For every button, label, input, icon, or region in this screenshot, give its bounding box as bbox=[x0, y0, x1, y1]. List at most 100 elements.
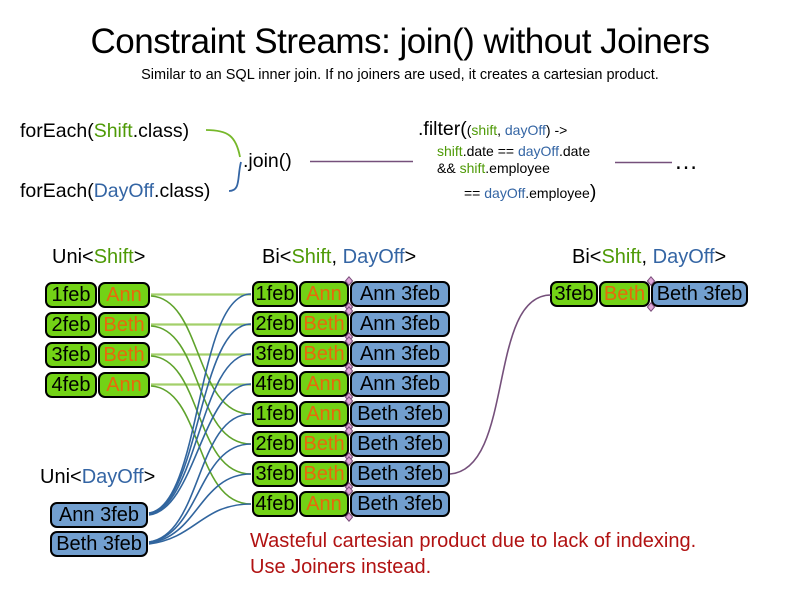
shift-type-text: Shift bbox=[93, 120, 133, 142]
code-text: ) bbox=[589, 181, 597, 203]
label-text: Uni< bbox=[40, 466, 82, 488]
uni-shift-row: 4feb Ann bbox=[45, 372, 150, 398]
shift-arg-text: shift bbox=[437, 143, 463, 159]
warning-caption-line1: Wasteful cartesian product due to lack o… bbox=[250, 530, 697, 552]
shift3-to-bi7-curve bbox=[150, 355, 252, 475]
filter-code-line3: && shift.employee bbox=[437, 160, 550, 176]
dayoff-type-text: DayOff bbox=[342, 246, 405, 268]
shift-date-cell: 1feb bbox=[252, 401, 298, 427]
shift-employee-cell: Beth bbox=[98, 342, 150, 368]
bi-shift-dayoff-label: Bi<Shift, DayOff> bbox=[262, 246, 416, 269]
bi-row: 3feb Beth Ann 3feb bbox=[252, 341, 450, 367]
beth-to-bi7-curve bbox=[148, 473, 252, 544]
uni-dayoff-row: Ann 3feb bbox=[50, 502, 148, 528]
ann-to-bi3-curve bbox=[148, 353, 252, 515]
dayoff-type-text: DayOff bbox=[93, 180, 155, 202]
dayoff-cell: Beth 3feb bbox=[350, 431, 450, 457]
shift-date-cell: 2feb bbox=[252, 311, 298, 337]
beth-to-bi8-curve bbox=[148, 503, 252, 545]
dayoff-arg-text: dayOff bbox=[484, 185, 526, 201]
dayoff-cell: Beth 3feb bbox=[350, 461, 450, 487]
shift-date-cell: 4feb bbox=[252, 371, 298, 397]
shift-date-cell: 2feb bbox=[252, 431, 298, 457]
shift1-to-bi5-curve bbox=[150, 295, 252, 415]
code-text: .employee bbox=[525, 185, 590, 201]
uni-shift-row: 3feb Beth bbox=[45, 342, 150, 368]
shift-employee-cell: Ann bbox=[299, 491, 349, 517]
uni-dayoff-label: Uni<DayOff> bbox=[40, 466, 155, 489]
bi7-to-result-curve bbox=[449, 294, 552, 475]
shift-arg-text: shift bbox=[471, 122, 498, 138]
shift-date-cell: 3feb bbox=[252, 341, 298, 367]
slide-title: Constraint Streams: join() without Joine… bbox=[90, 22, 710, 61]
ann-to-bi2-curve bbox=[148, 323, 252, 514]
code-text: .class) bbox=[132, 120, 190, 142]
join-code: .join() bbox=[243, 150, 292, 172]
shift-date-cell: 1feb bbox=[252, 281, 298, 307]
shift-date-cell: 3feb bbox=[252, 461, 298, 487]
dayoff-cell: Beth 3feb bbox=[350, 491, 450, 517]
code-text: ) -> bbox=[545, 122, 568, 138]
shift-date-cell: 3feb bbox=[550, 281, 598, 307]
bi-row: 1feb Ann Beth 3feb bbox=[252, 401, 450, 427]
ellipsis-text: … bbox=[674, 148, 699, 175]
shift-type-text: Shift bbox=[291, 246, 332, 268]
shift4-to-bi8-curve bbox=[150, 385, 252, 505]
dayoff-type-text: DayOff bbox=[652, 246, 715, 268]
shift-employee-cell: Beth bbox=[299, 461, 349, 487]
shift-employee-cell: Beth bbox=[599, 281, 650, 307]
ann-to-bi1-curve bbox=[148, 293, 252, 514]
shift-employee-cell: Ann bbox=[299, 281, 349, 307]
label-text: Bi< bbox=[572, 246, 602, 268]
code-text: forEach( bbox=[20, 180, 94, 202]
bi-row: 3feb Beth Beth 3feb bbox=[252, 461, 450, 487]
label-text: > bbox=[404, 246, 417, 268]
code-text: .filter( bbox=[418, 118, 467, 140]
dayoff-to-join-connector bbox=[228, 161, 242, 192]
uni-shift-label: Uni<Shift> bbox=[52, 246, 145, 269]
code-text: .class) bbox=[154, 180, 211, 202]
slide-subtitle: Similar to an SQL inner join. If no join… bbox=[141, 67, 659, 83]
filter-code-line1: .filter((shift, dayOff) -> bbox=[418, 118, 567, 141]
dayoff-cell: Beth 3feb bbox=[50, 531, 148, 557]
shift-employee-cell: Ann bbox=[98, 282, 150, 308]
shift2-to-bi6-curve bbox=[150, 325, 252, 445]
bi-row: 2feb Beth Ann 3feb bbox=[252, 311, 450, 337]
shift-date-cell: 4feb bbox=[45, 372, 97, 398]
code-text: == bbox=[464, 185, 485, 201]
shift-date-cell: 3feb bbox=[45, 342, 97, 368]
label-text: > bbox=[143, 466, 156, 488]
uni-shift-row: 1feb Ann bbox=[45, 282, 150, 308]
dayoff-arg-text: dayOff bbox=[504, 122, 546, 138]
dayoff-cell: Beth 3feb bbox=[651, 281, 748, 307]
label-text: Uni< bbox=[52, 246, 94, 268]
filter-code-line4: == dayOff.employee) bbox=[464, 181, 596, 204]
uni-dayoff-row: Beth 3feb bbox=[50, 531, 148, 557]
shift-type-text: Shift bbox=[93, 246, 134, 268]
shift-date-cell: 2feb bbox=[45, 312, 97, 338]
filter-code-line2: shift.date == dayOff.date bbox=[437, 143, 590, 159]
shift-employee-cell: Beth bbox=[299, 341, 349, 367]
shift-employee-cell: Ann bbox=[299, 371, 349, 397]
label-text: > bbox=[133, 246, 146, 268]
label-text: Bi< bbox=[262, 246, 292, 268]
label-text: , bbox=[331, 246, 343, 268]
label-text: , bbox=[641, 246, 653, 268]
code-text: .date == bbox=[462, 143, 518, 159]
dayoff-type-text: DayOff bbox=[81, 466, 144, 488]
shift-arg-text: shift bbox=[459, 160, 486, 176]
bi-row: 2feb Beth Beth 3feb bbox=[252, 431, 450, 457]
beth-to-bi6-curve bbox=[148, 443, 252, 543]
dayoff-cell: Beth 3feb bbox=[350, 401, 450, 427]
beth-to-bi5-curve bbox=[148, 413, 252, 543]
bi-row: 4feb Ann Beth 3feb bbox=[252, 491, 450, 517]
foreach-shift-code: forEach(Shift.class) bbox=[20, 120, 189, 143]
dayoff-cell: Ann 3feb bbox=[350, 371, 450, 397]
dayoff-cell: Ann 3feb bbox=[50, 502, 148, 528]
code-text: .date bbox=[558, 143, 591, 159]
shift-employee-cell: Beth bbox=[98, 312, 150, 338]
bi-result-label: Bi<Shift, DayOff> bbox=[572, 246, 726, 269]
uni-shift-row: 2feb Beth bbox=[45, 312, 150, 338]
shift-type-text: Shift bbox=[601, 246, 642, 268]
label-text: > bbox=[714, 246, 727, 268]
